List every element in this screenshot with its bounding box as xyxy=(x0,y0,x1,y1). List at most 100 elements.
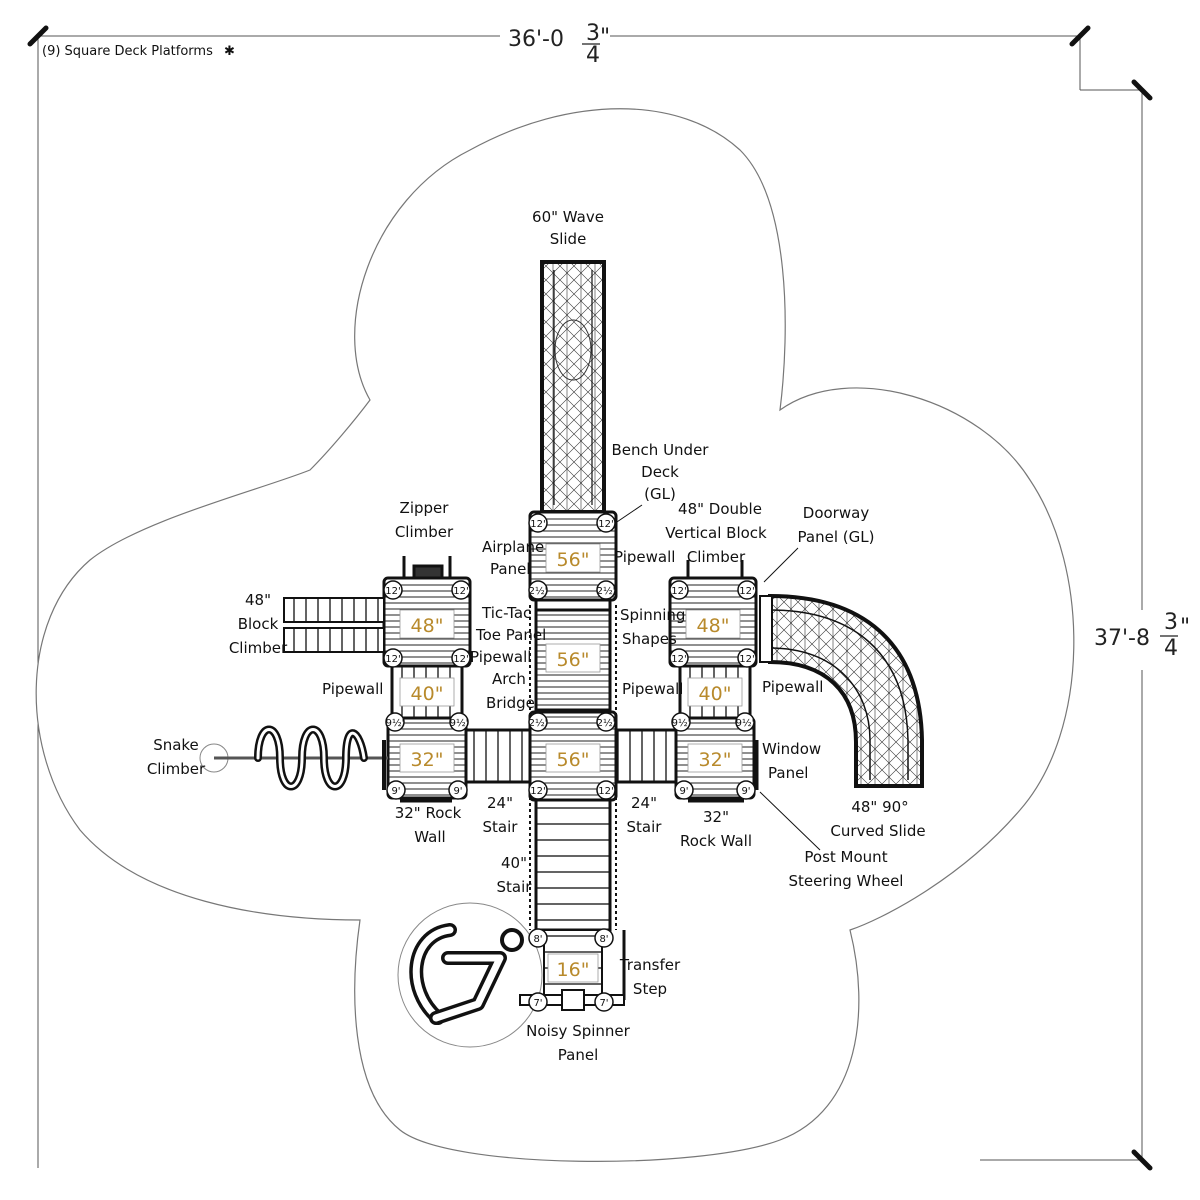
post-label: 12' xyxy=(453,586,468,597)
post-label: 9' xyxy=(741,786,750,797)
post-label: 2½' xyxy=(597,585,616,597)
post-marker: 7' xyxy=(528,992,548,1012)
post-marker: 12' xyxy=(669,580,689,600)
height-deck-top: 56" xyxy=(557,549,590,571)
label-curved-slide-1: 48" 90° xyxy=(851,798,908,816)
post-label: 12' xyxy=(385,586,400,597)
post-circle xyxy=(737,580,757,600)
svg-text:": " xyxy=(1180,615,1190,640)
post-marker: 9' xyxy=(448,780,468,800)
svg-text:✱: ✱ xyxy=(224,44,235,59)
post-circle xyxy=(528,992,548,1012)
label-double-block-1: 48" Double xyxy=(678,500,762,518)
post-marker: 2½' xyxy=(596,712,616,732)
label-snake-1: Snake xyxy=(153,736,199,754)
label-tictac-1: Tic-Tac xyxy=(481,604,531,622)
width-dimension: 36'-0 3 4 " xyxy=(508,21,610,68)
side-stairs xyxy=(460,728,686,784)
snake-climber xyxy=(199,725,388,791)
label-double-block-3: Climber xyxy=(687,548,746,566)
post-label: 12' xyxy=(739,654,754,665)
post-label: 8' xyxy=(599,934,608,945)
post-circle xyxy=(383,648,403,668)
post-circle xyxy=(448,780,468,800)
post-marker: 12' xyxy=(383,648,403,668)
post-marker: 12' xyxy=(451,580,471,600)
label-spinning-1: Spinning xyxy=(620,606,685,624)
post-marker: 12' xyxy=(383,580,403,600)
label-transfer-2: Step xyxy=(633,980,667,998)
component-labels: 60" Wave Slide Bench Under Deck (GL) Zip… xyxy=(147,208,926,1064)
dimension-ticks xyxy=(27,25,1153,1171)
label-stair-right-2: Stair xyxy=(627,818,663,836)
label-snake-2: Climber xyxy=(147,760,206,778)
label-bench-1: Bench Under xyxy=(612,441,710,459)
block-climber xyxy=(283,597,385,653)
label-stair-right-1: 24" xyxy=(631,794,657,812)
platform-note: (9) Square Deck Platforms ✱ xyxy=(42,44,235,59)
post-circle xyxy=(383,580,403,600)
post-marker: 12' xyxy=(596,513,616,533)
post-marker: 2½' xyxy=(528,580,548,600)
svg-text:3: 3 xyxy=(586,21,600,46)
label-steering-2: Steering Wheel xyxy=(789,872,904,890)
post-label: 9½' xyxy=(736,717,755,729)
post-markers: 12' 12' 2½' 2½' 2½' 2½' 12' 12' 12' 12' 12' 12' 12' 1… xyxy=(383,513,757,1012)
label-arch-1: Arch xyxy=(492,670,526,688)
post-circle xyxy=(528,712,548,732)
label-transfer-1: Transfer xyxy=(619,956,681,974)
svg-text:3: 3 xyxy=(1164,610,1178,635)
label-spinner-1: Noisy Spinner xyxy=(526,1022,630,1040)
height-deck-bottom: 16" xyxy=(557,959,590,981)
label-bench-2: Deck xyxy=(641,463,679,481)
post-marker: 2½' xyxy=(596,580,616,600)
post-label: 9½' xyxy=(672,717,691,729)
post-circle xyxy=(735,712,755,732)
label-doorway-1: Doorway xyxy=(803,504,870,522)
label-tictac-2: Toe Panel xyxy=(475,626,546,644)
post-label: 12' xyxy=(739,586,754,597)
svg-text:36'-0: 36'-0 xyxy=(508,27,564,52)
height-deck-left-upper: 48" xyxy=(411,615,444,637)
post-circle xyxy=(594,992,614,1012)
label-rock-right-1: 32" xyxy=(703,808,729,826)
label-bench-3: (GL) xyxy=(644,485,676,503)
post-circle xyxy=(594,928,614,948)
post-circle xyxy=(449,712,469,732)
height-deck-right-upper: 48" xyxy=(697,615,730,637)
dimension-lines xyxy=(37,35,1143,1168)
post-marker: 9' xyxy=(674,780,694,800)
post-marker: 9' xyxy=(736,780,756,800)
label-stair-left-2: Stair xyxy=(483,818,519,836)
label-wave-slide-1: 60" Wave xyxy=(532,208,604,226)
post-label: 9' xyxy=(391,786,400,797)
label-zipper-2: Climber xyxy=(395,523,454,541)
label-pipewall-top: Pipewall xyxy=(614,548,675,566)
post-marker: 2½' xyxy=(528,712,548,732)
post-circle xyxy=(386,780,406,800)
post-circle xyxy=(596,580,616,600)
label-spinning-2: Shapes xyxy=(622,630,677,648)
post-marker: 12' xyxy=(737,580,757,600)
post-circle xyxy=(528,580,548,600)
label-block-climber-3: Climber xyxy=(229,639,288,657)
post-label: 8' xyxy=(533,934,542,945)
post-label: 7' xyxy=(599,998,608,1009)
height-deck-left-mid: 40" xyxy=(411,683,444,705)
label-airplane-1: Airplane xyxy=(482,538,544,556)
post-label: 12' xyxy=(385,654,400,665)
post-marker: 9½' xyxy=(449,712,469,732)
svg-text:": " xyxy=(600,25,610,50)
post-marker: 12' xyxy=(528,513,548,533)
accessibility-icon xyxy=(409,923,524,1025)
post-circle xyxy=(674,780,694,800)
label-rock-left-2: Wall xyxy=(414,828,445,846)
post-label: 12' xyxy=(671,586,686,597)
post-label: 7' xyxy=(533,998,542,1009)
post-label: 12' xyxy=(598,786,613,797)
label-rock-right-2: Rock Wall xyxy=(680,832,752,850)
post-circle xyxy=(596,712,616,732)
double-block-climber xyxy=(686,560,744,578)
post-circle xyxy=(528,780,548,800)
post-label: 12' xyxy=(453,654,468,665)
